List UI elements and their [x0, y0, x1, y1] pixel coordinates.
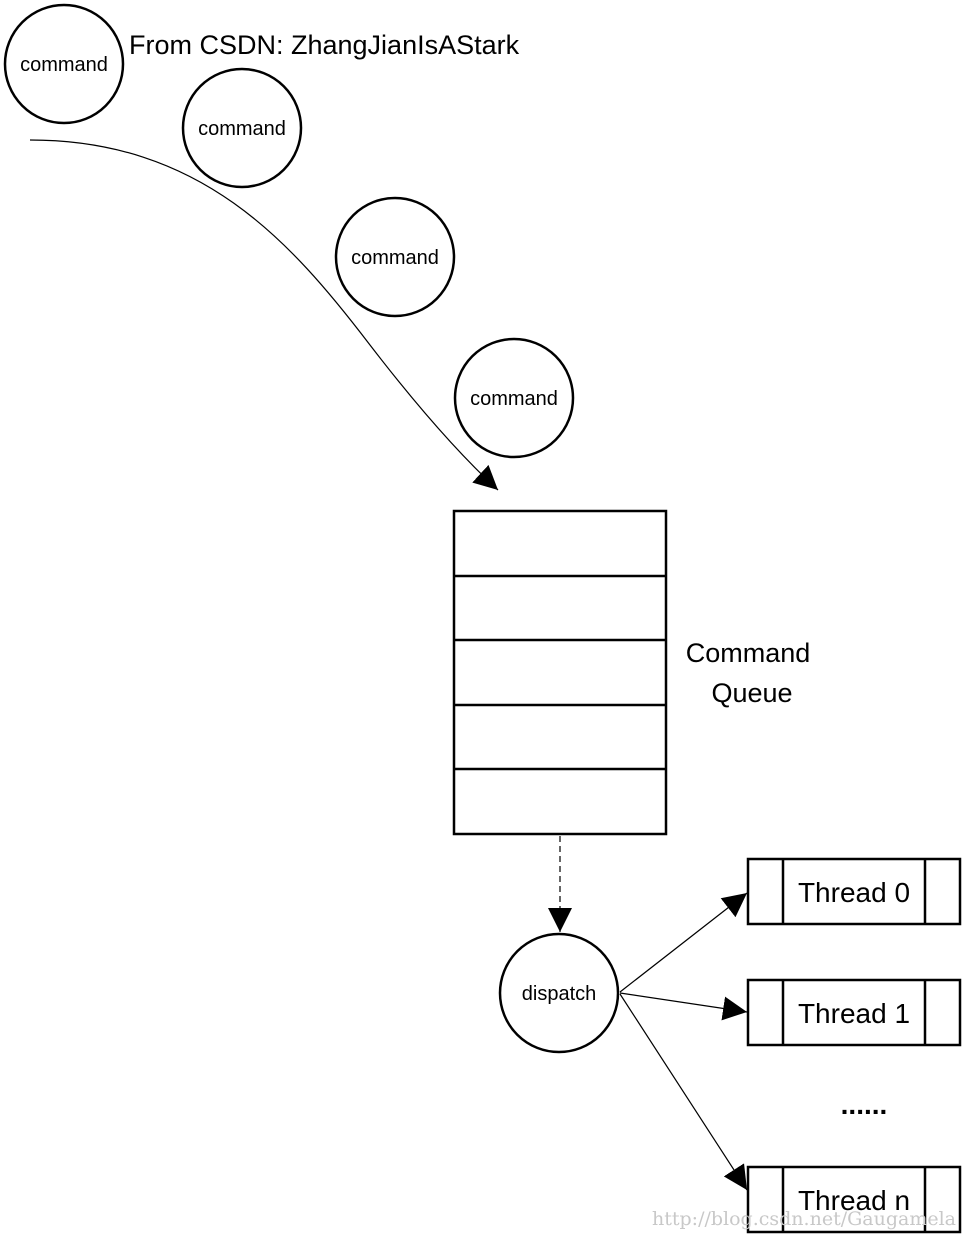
credit-text: From CSDN: ZhangJianIsAStark: [129, 30, 520, 60]
command-node: command: [181, 67, 303, 189]
thread-label: Thread n: [798, 1185, 910, 1216]
command-label: command: [20, 54, 108, 76]
command-label: command: [470, 388, 558, 410]
dispatch-arrow-thread-1: [619, 992, 748, 1021]
thread-box: Thread 1: [746, 978, 962, 1047]
dispatch-arrow-thread-0: [619, 892, 748, 993]
command-label: command: [351, 247, 439, 269]
watermark: http://blog.csdn.net/Gaugamela: [652, 1208, 956, 1230]
command-node: command: [453, 337, 575, 459]
queue-label-line1: Command: [686, 638, 811, 668]
queue-label-line2: Queue: [711, 678, 792, 708]
thread-label: Thread 1: [798, 998, 910, 1029]
thread-label: Thread 0: [798, 877, 910, 908]
dispatch-arrow-thread-n: [619, 993, 748, 1191]
command-label: command: [198, 118, 286, 140]
thread-ellipsis: ......: [841, 1089, 888, 1120]
thread-box: Thread 0: [746, 857, 962, 926]
command-queue: [452, 509, 668, 836]
dispatch-node: dispatch: [498, 932, 620, 1054]
enqueue-arrow: [29, 139, 499, 491]
thread-box: Thread n: [746, 1165, 962, 1234]
command-node: command: [3, 3, 125, 125]
command-node: command: [334, 196, 456, 318]
dispatch-label: dispatch: [522, 983, 597, 1005]
